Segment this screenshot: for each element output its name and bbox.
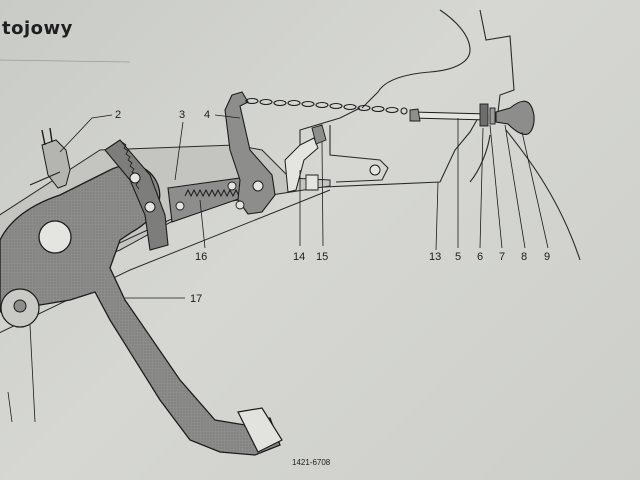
switch-terminal-b xyxy=(49,127,53,143)
callout-7: 7 xyxy=(499,251,505,263)
callout-8: 8 xyxy=(521,251,527,263)
clip-tab xyxy=(305,174,319,191)
switch-wire xyxy=(29,171,61,186)
rivet-lower xyxy=(144,201,156,213)
release-pivot xyxy=(252,180,264,192)
callout-5: 5 xyxy=(455,251,461,263)
pull-handle xyxy=(495,100,535,135)
callout-9: 9 xyxy=(544,251,550,263)
page-margin-line xyxy=(0,59,131,63)
return-spring xyxy=(184,188,243,198)
callout-4: 4 xyxy=(204,109,210,121)
switch-terminal-a xyxy=(41,129,46,146)
bracket-hole xyxy=(369,164,381,176)
pawl-rivet-b xyxy=(227,181,237,191)
callout-2: 2 xyxy=(115,109,121,121)
rod-nut xyxy=(479,103,489,127)
rod-end xyxy=(409,108,421,122)
rivet-upper xyxy=(129,172,141,184)
release-pin xyxy=(235,200,245,210)
rod-washer xyxy=(489,107,496,125)
callout-3: 3 xyxy=(179,109,185,121)
callout-12: 14 xyxy=(293,251,305,263)
cable-clip xyxy=(284,137,319,193)
callout-6: 6 xyxy=(477,251,483,263)
pull-rod xyxy=(411,111,489,121)
dashboard-outline xyxy=(299,9,581,261)
leader-lines xyxy=(7,114,549,423)
bracket-lower-edge xyxy=(0,189,331,334)
ratchet-sector xyxy=(104,139,169,251)
callout-15: 17 xyxy=(190,293,202,305)
callout-13: 15 xyxy=(316,251,328,263)
chain xyxy=(245,97,408,115)
pawl-rivet-a xyxy=(175,201,185,211)
callout-14: 16 xyxy=(195,251,207,263)
callout-11: 13 xyxy=(429,251,441,263)
drawing-code: 1421-6708 xyxy=(292,458,331,467)
warning-switch xyxy=(41,139,71,189)
section-heading: tojowy xyxy=(2,18,73,39)
pulley-hub xyxy=(13,299,27,313)
pedal-pivot-hole xyxy=(38,220,72,254)
clip-screw xyxy=(311,124,327,145)
pedal-pad xyxy=(237,407,283,453)
